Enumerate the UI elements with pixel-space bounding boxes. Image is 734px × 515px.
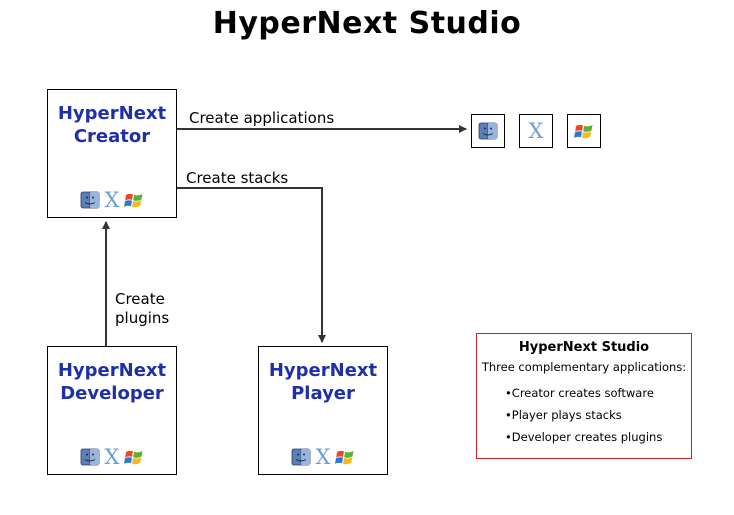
creator-title-line1: HyperNext	[57, 103, 167, 124]
diagram-title: HyperNext Studio	[212, 6, 522, 41]
output-mac-finder-box	[471, 114, 505, 148]
create-applications-label: Create applications	[189, 109, 335, 127]
developer-node: HyperNext Developer X	[47, 346, 177, 475]
info-box: HyperNext Studio Three complementary app…	[476, 333, 692, 459]
developer-title-line1: HyperNext	[57, 360, 167, 381]
player-platform-icons: X	[259, 445, 387, 469]
creator-title: HyperNext Creator	[48, 102, 176, 148]
info-item-developer: •Developer creates plugins	[505, 430, 663, 444]
windows-logo-icon	[335, 447, 355, 467]
info-item-creator: •Creator creates software	[505, 386, 654, 400]
windows-logo-icon	[124, 190, 144, 210]
info-title: HyperNext Studio	[518, 340, 650, 355]
info-item-text: Developer creates plugins	[511, 430, 663, 444]
create-stacks-arrow	[176, 187, 326, 343]
output-mac-os-x-box: X	[519, 114, 553, 148]
creator-title-line2: Creator	[73, 126, 151, 147]
player-node: HyperNext Player X	[258, 346, 388, 475]
creator-node: HyperNext Creator X	[47, 89, 177, 218]
player-title-line2: Player	[291, 383, 355, 404]
developer-title: HyperNext Developer	[48, 359, 176, 405]
windows-logo-icon	[124, 447, 144, 467]
developer-title-line2: Developer	[60, 383, 164, 404]
mac-finder-icon	[80, 447, 100, 467]
player-title: HyperNext Player	[259, 359, 387, 405]
create-plugins-label-line2: plugins	[115, 309, 170, 327]
output-windows-box	[567, 114, 601, 148]
mac-finder-icon	[291, 447, 311, 467]
mac-finder-icon	[478, 121, 498, 141]
info-item-player: •Player plays stacks	[505, 408, 622, 422]
info-item-text: Player plays stacks	[511, 408, 622, 422]
creator-platform-icons: X	[48, 188, 176, 212]
create-stacks-label: Create stacks	[186, 169, 289, 187]
create-plugins-label: Create plugins	[115, 290, 169, 328]
create-plugins-label-line1: Create	[115, 290, 165, 308]
mac-os-x-icon: X	[104, 188, 120, 212]
developer-platform-icons: X	[48, 445, 176, 469]
mac-os-x-icon: X	[315, 445, 331, 469]
windows-logo-icon	[574, 121, 594, 141]
info-item-text: Creator creates software	[511, 386, 654, 400]
mac-os-x-icon: X	[528, 119, 544, 143]
player-title-line1: HyperNext	[268, 360, 378, 381]
mac-os-x-icon: X	[104, 445, 120, 469]
info-subtitle: Three complementary applications:	[481, 360, 687, 374]
mac-finder-icon	[80, 190, 100, 210]
